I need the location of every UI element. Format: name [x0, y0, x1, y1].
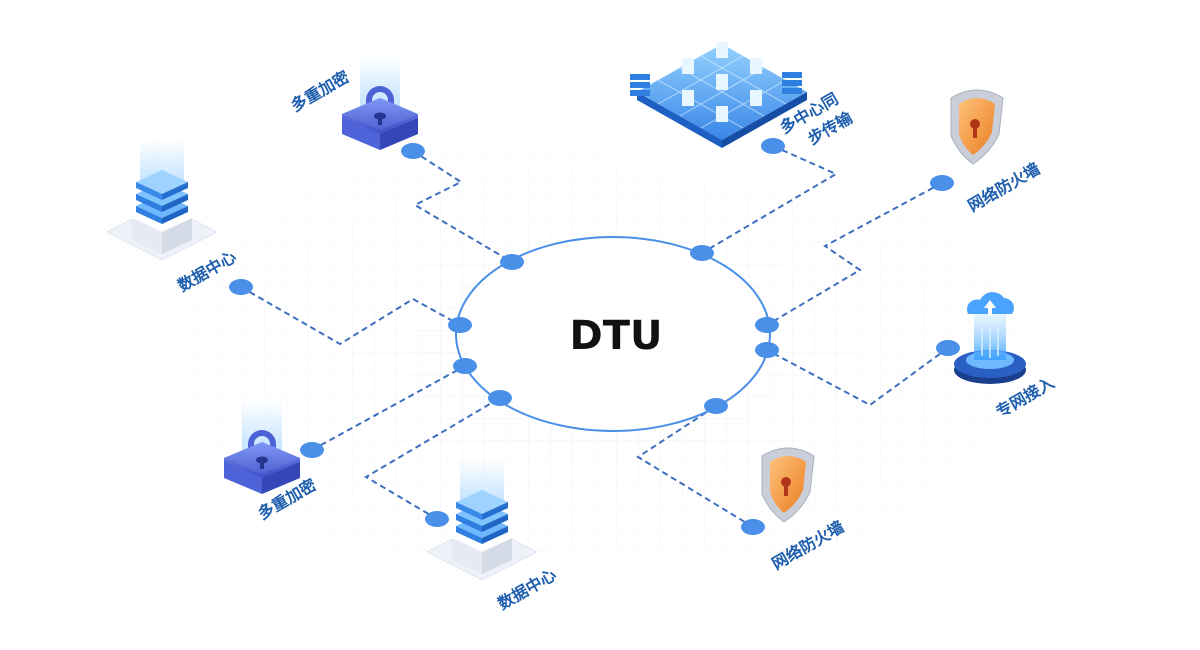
- lock-icon: [342, 56, 418, 150]
- firewall-shield-icon: [761, 447, 815, 523]
- dtu-ring: [455, 236, 771, 432]
- data-center-grid-icon: [630, 42, 807, 148]
- endpoint-dot: [229, 279, 253, 295]
- server-stack-icon: [425, 460, 539, 581]
- cloud-access-icon: [954, 292, 1026, 384]
- ring-dot: [453, 358, 477, 374]
- endpoint-dot: [761, 138, 785, 154]
- connector-left-lock: [311, 365, 466, 451]
- connector-right-cloud: [766, 347, 949, 407]
- connector-top-lock: [412, 150, 513, 263]
- dtu-label: DTU: [570, 313, 663, 359]
- endpoint-dot: [401, 143, 425, 159]
- connector-bottom-firewall: [636, 405, 754, 528]
- endpoint-dot: [930, 175, 954, 191]
- ring-dot: [448, 317, 472, 333]
- ring-dot: [488, 390, 512, 406]
- connector-bottom-datacenter: [364, 397, 501, 520]
- endpoint-dot: [936, 340, 960, 356]
- endpoint-dot: [425, 511, 449, 527]
- ring-dot: [500, 254, 524, 270]
- ring-dot: [690, 245, 714, 261]
- connector-top-grid: [701, 145, 839, 254]
- endpoint-dot: [300, 442, 324, 458]
- ring-dot: [755, 342, 779, 358]
- firewall-shield-icon: [950, 89, 1004, 165]
- endpoint-dot: [741, 519, 765, 535]
- connector-lines: [240, 145, 949, 528]
- lock-icon: [224, 400, 300, 494]
- server-stack-icon: [105, 140, 219, 261]
- connector-right-firewall: [766, 182, 943, 326]
- ring-dot: [704, 398, 728, 414]
- ring-dot: [755, 317, 779, 333]
